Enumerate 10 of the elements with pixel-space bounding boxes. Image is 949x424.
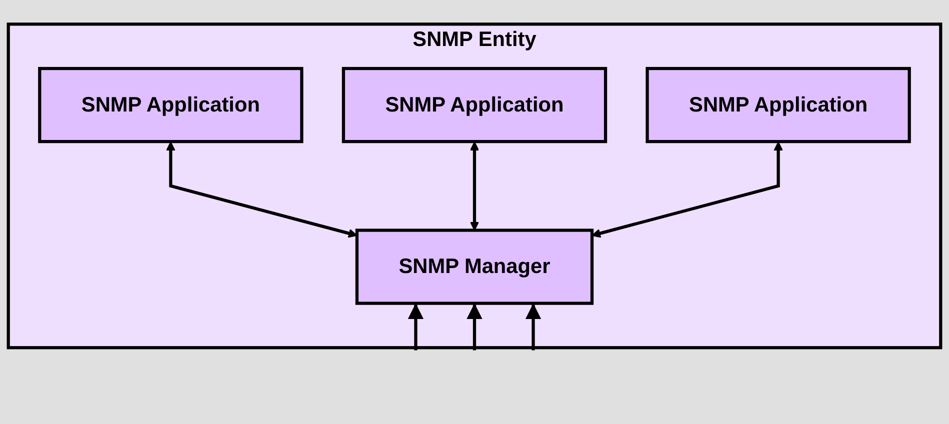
arrow <box>466 303 482 350</box>
arrow <box>592 142 783 238</box>
arrow <box>470 142 480 231</box>
arrow <box>166 142 358 238</box>
process-box: SNMP Manager <box>355 228 594 305</box>
arrow <box>408 303 424 350</box>
process-box: SNMP Application <box>646 66 911 144</box>
process-box: SNMP Application <box>38 66 304 144</box>
process-box: SNMP Application <box>342 66 608 144</box>
arrow <box>525 303 542 350</box>
